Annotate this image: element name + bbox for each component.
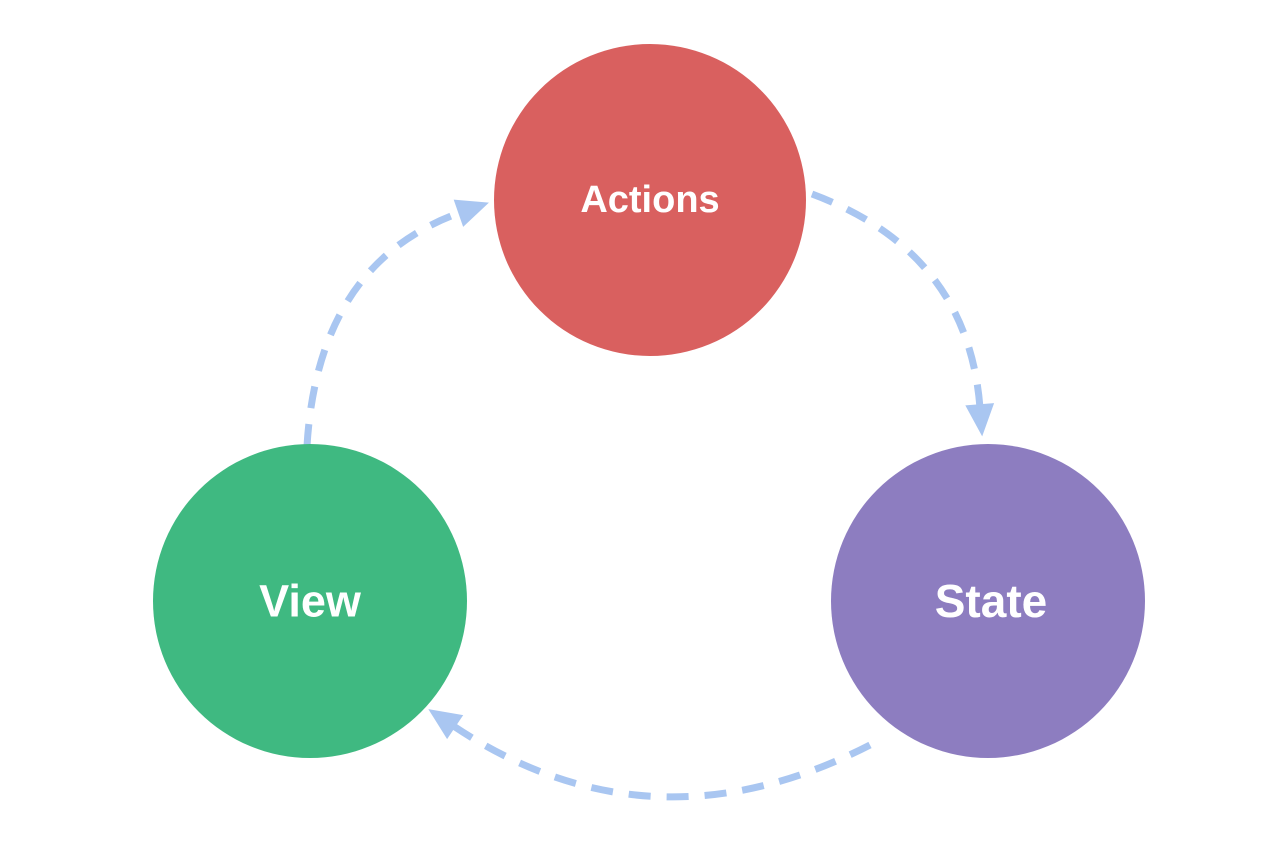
node-view-circle — [153, 444, 467, 758]
arrow-actions-to-state — [810, 190, 995, 437]
node-state-circle — [831, 444, 1145, 758]
node-view-label: View — [259, 576, 362, 627]
arrow-state-to-view — [428, 709, 872, 801]
node-actions-circle — [494, 44, 806, 356]
node-state-label: State — [935, 575, 1047, 627]
node-actions-label: Actions — [580, 179, 719, 221]
arrow-view-to-actions — [303, 199, 489, 447]
